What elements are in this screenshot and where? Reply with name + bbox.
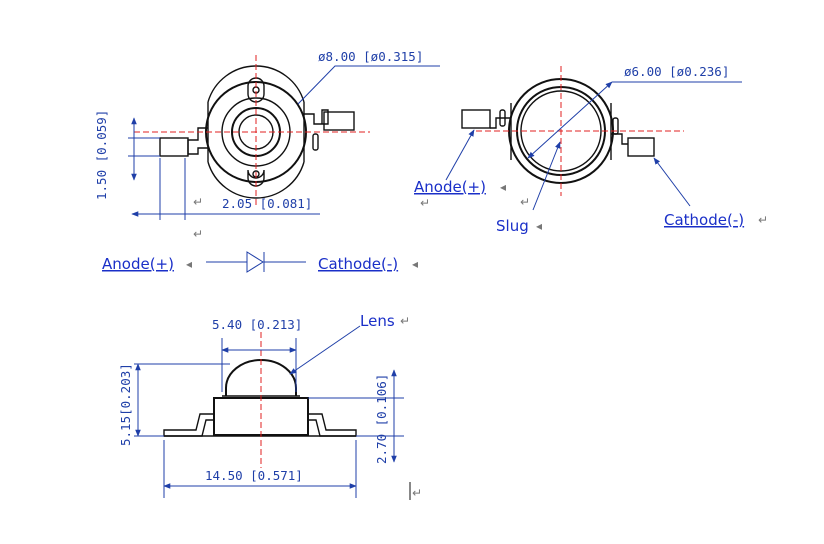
side-body-height-label: 2.70 [0.106] [374, 374, 389, 464]
tr-mark-5: ↵ [758, 213, 768, 227]
side-view: 5.40 [0.213] Lens ↵ 5.15[0.203] 2.70 [0.… [118, 312, 422, 500]
side-total-height-label: 5.15[0.203] [118, 363, 133, 446]
tl-side-slot [312, 133, 319, 151]
top-right-view: ø6.00 [ø0.236] Anode(+) ◂ ↵ ↵ Slug ◂ Cat… [414, 64, 768, 235]
tr-mark-3: ↵ [520, 195, 530, 209]
diode-triangle [246, 251, 264, 273]
symbol-cathode-label: Cathode(-) [318, 255, 398, 273]
side-left-lead [163, 413, 214, 437]
tl-cathode-pad [323, 111, 355, 131]
side-mark-1: ↵ [400, 314, 410, 328]
tr-anode-label: Anode(+) [414, 178, 486, 196]
tr-anode-lead [490, 117, 511, 129]
side-right-lead [308, 413, 357, 437]
tr-left-slot [499, 109, 506, 127]
side-lens-width-label: 5.40 [0.213] [212, 317, 302, 332]
tr-diameter-line [527, 81, 613, 159]
tr-anode-leader [445, 129, 475, 181]
tl-cathode-lead [304, 109, 329, 125]
side-lens-label: Lens [360, 312, 395, 330]
tr-mark-1: ◂ [500, 180, 506, 194]
tr-slug-leader [532, 141, 561, 211]
top-left-view: ø8.00 [ø0.315] 1.50 [0.059] 2.05 [0.081]… [94, 49, 440, 241]
side-total-width-label: 14.50 [0.571] [205, 468, 303, 483]
tl-return-mark-1: ↵ [193, 195, 203, 209]
tl-bottom-tab [247, 169, 265, 187]
tr-anode-pad [461, 109, 491, 129]
tl-top-tab [247, 77, 265, 103]
tr-slug-diameter-label: ø6.00 [ø0.236] [624, 64, 729, 79]
diode-symbol-row: Anode(+) ◂ Cathode(-) ◂ [102, 251, 418, 273]
tr-cathode-pad [627, 137, 655, 157]
tr-cathode-label: Cathode(-) [664, 211, 744, 229]
side-mark-2: ↵ [412, 486, 422, 500]
side-lens-leader [289, 325, 361, 375]
tr-mark-2: ↵ [420, 196, 430, 210]
tr-slug-label: Slug [496, 217, 529, 235]
tr-cathode-leader [653, 157, 691, 207]
symbol-anode-label: Anode(+) [102, 255, 174, 273]
tl-diameter-label: ø8.00 [ø0.315] [318, 49, 423, 64]
symbol-mark-1: ◂ [186, 257, 192, 271]
tl-diameter-leader [297, 65, 440, 105]
tl-offset-label: 2.05 [0.081] [222, 196, 312, 211]
tl-return-mark-2: ↵ [193, 227, 203, 241]
tl-anode-pad [159, 137, 189, 157]
tl-pad-height-label: 1.50 [0.059] [94, 110, 109, 200]
symbol-mark-2: ◂ [412, 257, 418, 271]
tr-right-slot [612, 117, 619, 135]
tr-mark-4: ◂ [536, 219, 542, 233]
